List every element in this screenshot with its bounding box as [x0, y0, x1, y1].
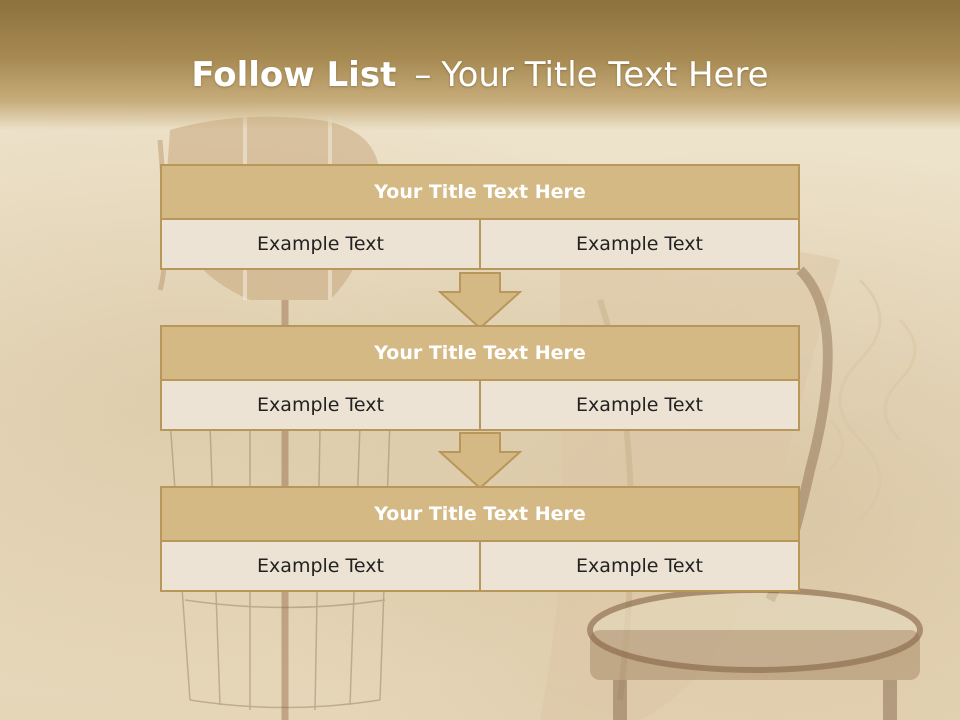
block-title[interactable]: Your Title Text Here: [160, 325, 800, 381]
slide-title-bold: Follow List: [191, 55, 397, 95]
block-cell-right[interactable]: Example Text: [481, 381, 800, 431]
list-block-2: Your Title Text Here Example Text Exampl…: [160, 325, 800, 431]
block-cell-left[interactable]: Example Text: [160, 381, 481, 431]
block-cell-left[interactable]: Example Text: [160, 542, 481, 592]
block-title[interactable]: Your Title Text Here: [160, 486, 800, 542]
block-title[interactable]: Your Title Text Here: [160, 164, 800, 220]
down-arrow-icon: [438, 272, 522, 330]
list-block-1: Your Title Text Here Example Text Exampl…: [160, 164, 800, 270]
block-row: Example Text Example Text: [160, 220, 800, 270]
block-cell-right[interactable]: Example Text: [481, 542, 800, 592]
slide-title-dash: –: [414, 55, 432, 95]
list-block-3: Your Title Text Here Example Text Exampl…: [160, 486, 800, 592]
block-row: Example Text Example Text: [160, 542, 800, 592]
slide-title-rest: Your Title Text Here: [441, 55, 769, 95]
down-arrow-icon: [438, 432, 522, 490]
slide-title: Follow List–Your Title Text Here: [0, 52, 960, 98]
block-cell-left[interactable]: Example Text: [160, 220, 481, 270]
block-row: Example Text Example Text: [160, 381, 800, 431]
block-cell-right[interactable]: Example Text: [481, 220, 800, 270]
header-band: [0, 0, 960, 130]
